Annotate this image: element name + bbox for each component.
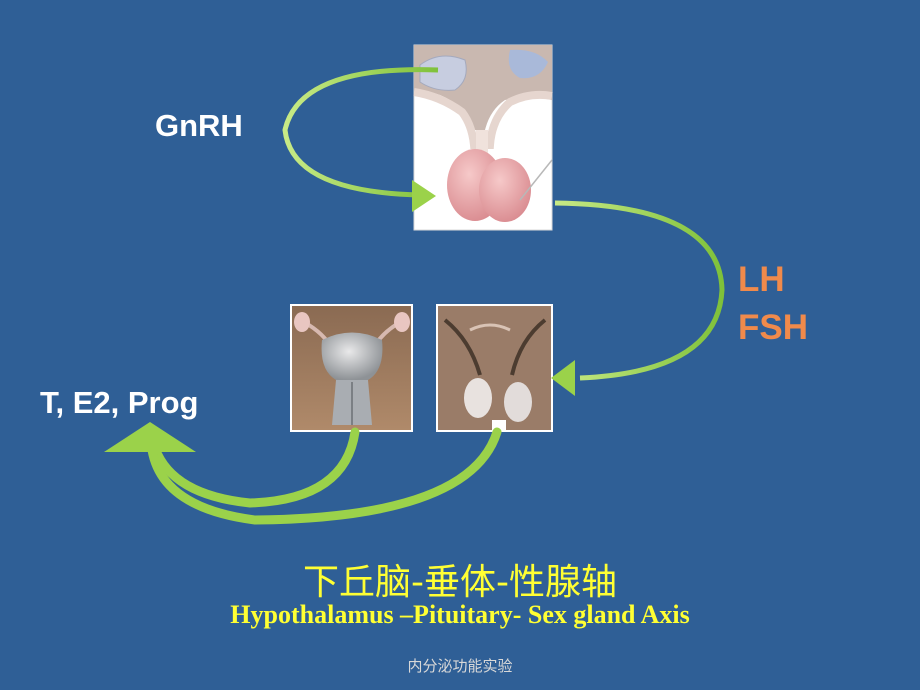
lh-fsh-arrow [551,200,725,396]
title-chinese: 下丘脑-垂体-性腺轴 [303,562,617,603]
ovary-image [290,304,413,432]
title-english: Hypothalamus –Pituitary- Sex gland Axis [230,600,690,629]
testis-image [436,304,553,432]
gnrh-arrow [282,67,439,212]
sex-hormones-label: T, E2, Prog [40,385,199,420]
pituitary-image [413,44,553,231]
footer-text: 内分泌功能实验 [407,657,513,675]
gnrh-label: GnRH [155,108,243,143]
feedback-arrow [104,422,502,525]
lh-label: LH [738,260,785,299]
fsh-label: FSH [738,308,808,347]
